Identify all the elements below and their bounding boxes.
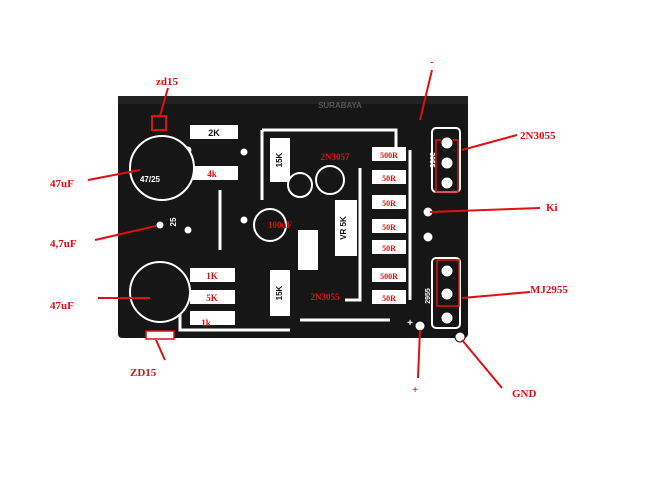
silk-148: 148 [303,246,310,258]
resistor-5k-body [190,290,235,304]
resistor-50r-a-body [372,170,406,184]
resistor-50r-b-body [372,195,406,209]
capacitor-47uf-top [129,135,195,201]
label-minus: - [430,56,434,68]
silk-red-1k2: 1k [201,318,211,328]
silk-red-4k: 4k [207,169,217,179]
silk-25: 25 [169,217,178,226]
resistor-500r-a-body [372,147,406,161]
label-mj2955: MJ2955 [530,284,568,296]
annotation-leaders [87,69,541,389]
silk-50r-b: 50R [382,199,396,208]
resistor-r-body [190,166,238,180]
highlight-zd15-top [151,115,167,131]
resistor-50r-e-body [372,290,406,304]
silk-500r-b: 500R [380,272,398,281]
resistor-15k-a-body [270,138,290,182]
silk-500r-a: 500R [380,151,398,160]
copper-traces [190,125,406,325]
label-47uf-top: 47uF [50,178,74,190]
label-zd15-top: zd15 [156,76,178,88]
silk-50r-d: 50R [382,244,396,253]
label-47uf-bottom: 47uF [50,300,74,312]
silk-2n3055-small: 2N3055 [311,292,340,302]
pcb-top-edge [118,96,468,104]
silk-50r-a: 50R [382,174,396,183]
resistor-15k-b-body [270,270,290,316]
resistor-50r-c-body [372,219,406,233]
label-gnd: GND [512,388,537,400]
label-ki: Ki [546,202,558,214]
trace-lines [178,128,412,332]
label-zd15-bottom: ZD15 [130,367,157,379]
capacitor-47uf-bottom [129,261,191,323]
label-2n3055: 2N3055 [520,130,556,142]
silk-brand: SURABAYA [318,101,362,110]
label-plus: + [412,384,419,396]
transistor-q-body [287,172,313,198]
highlight-mj2955 [436,259,460,307]
silk-47-25: 47/25 [140,175,161,184]
highlight-zd15-bottom [145,330,175,340]
resistor-50r-d-body [372,240,406,254]
diode-148-body [298,230,318,270]
silk-50r-e: 50R [382,294,396,303]
silk-2k: 2K [208,128,220,138]
silk-2955: 2955 [425,288,432,304]
label-4-7uf: 4,7uF [50,238,77,250]
capacitor-100uf [253,208,287,242]
silk-50r-c: 50R [382,223,396,232]
pot-vr5k-body [335,200,357,256]
silk-plus: + [407,318,413,329]
resistor-2k-body [190,125,238,139]
transistor-2n3057-body [315,165,345,195]
resistor-500r-b-body [372,268,406,282]
silk-red-1k: 1K [206,271,218,281]
silk-15k-a: 15K [275,152,284,167]
silk-red-5k: 5K [206,293,218,303]
silk-15k-b: 15K [275,285,284,300]
silk-2n3057: 2N3057 [321,152,350,162]
silk-vr5k: VR 5K [339,216,348,240]
resistor-1k2-body [190,311,235,325]
silk-3055: 3055 [428,152,435,168]
resistor-1k-body [190,268,235,282]
silk-100uf: 100uF [268,220,293,230]
